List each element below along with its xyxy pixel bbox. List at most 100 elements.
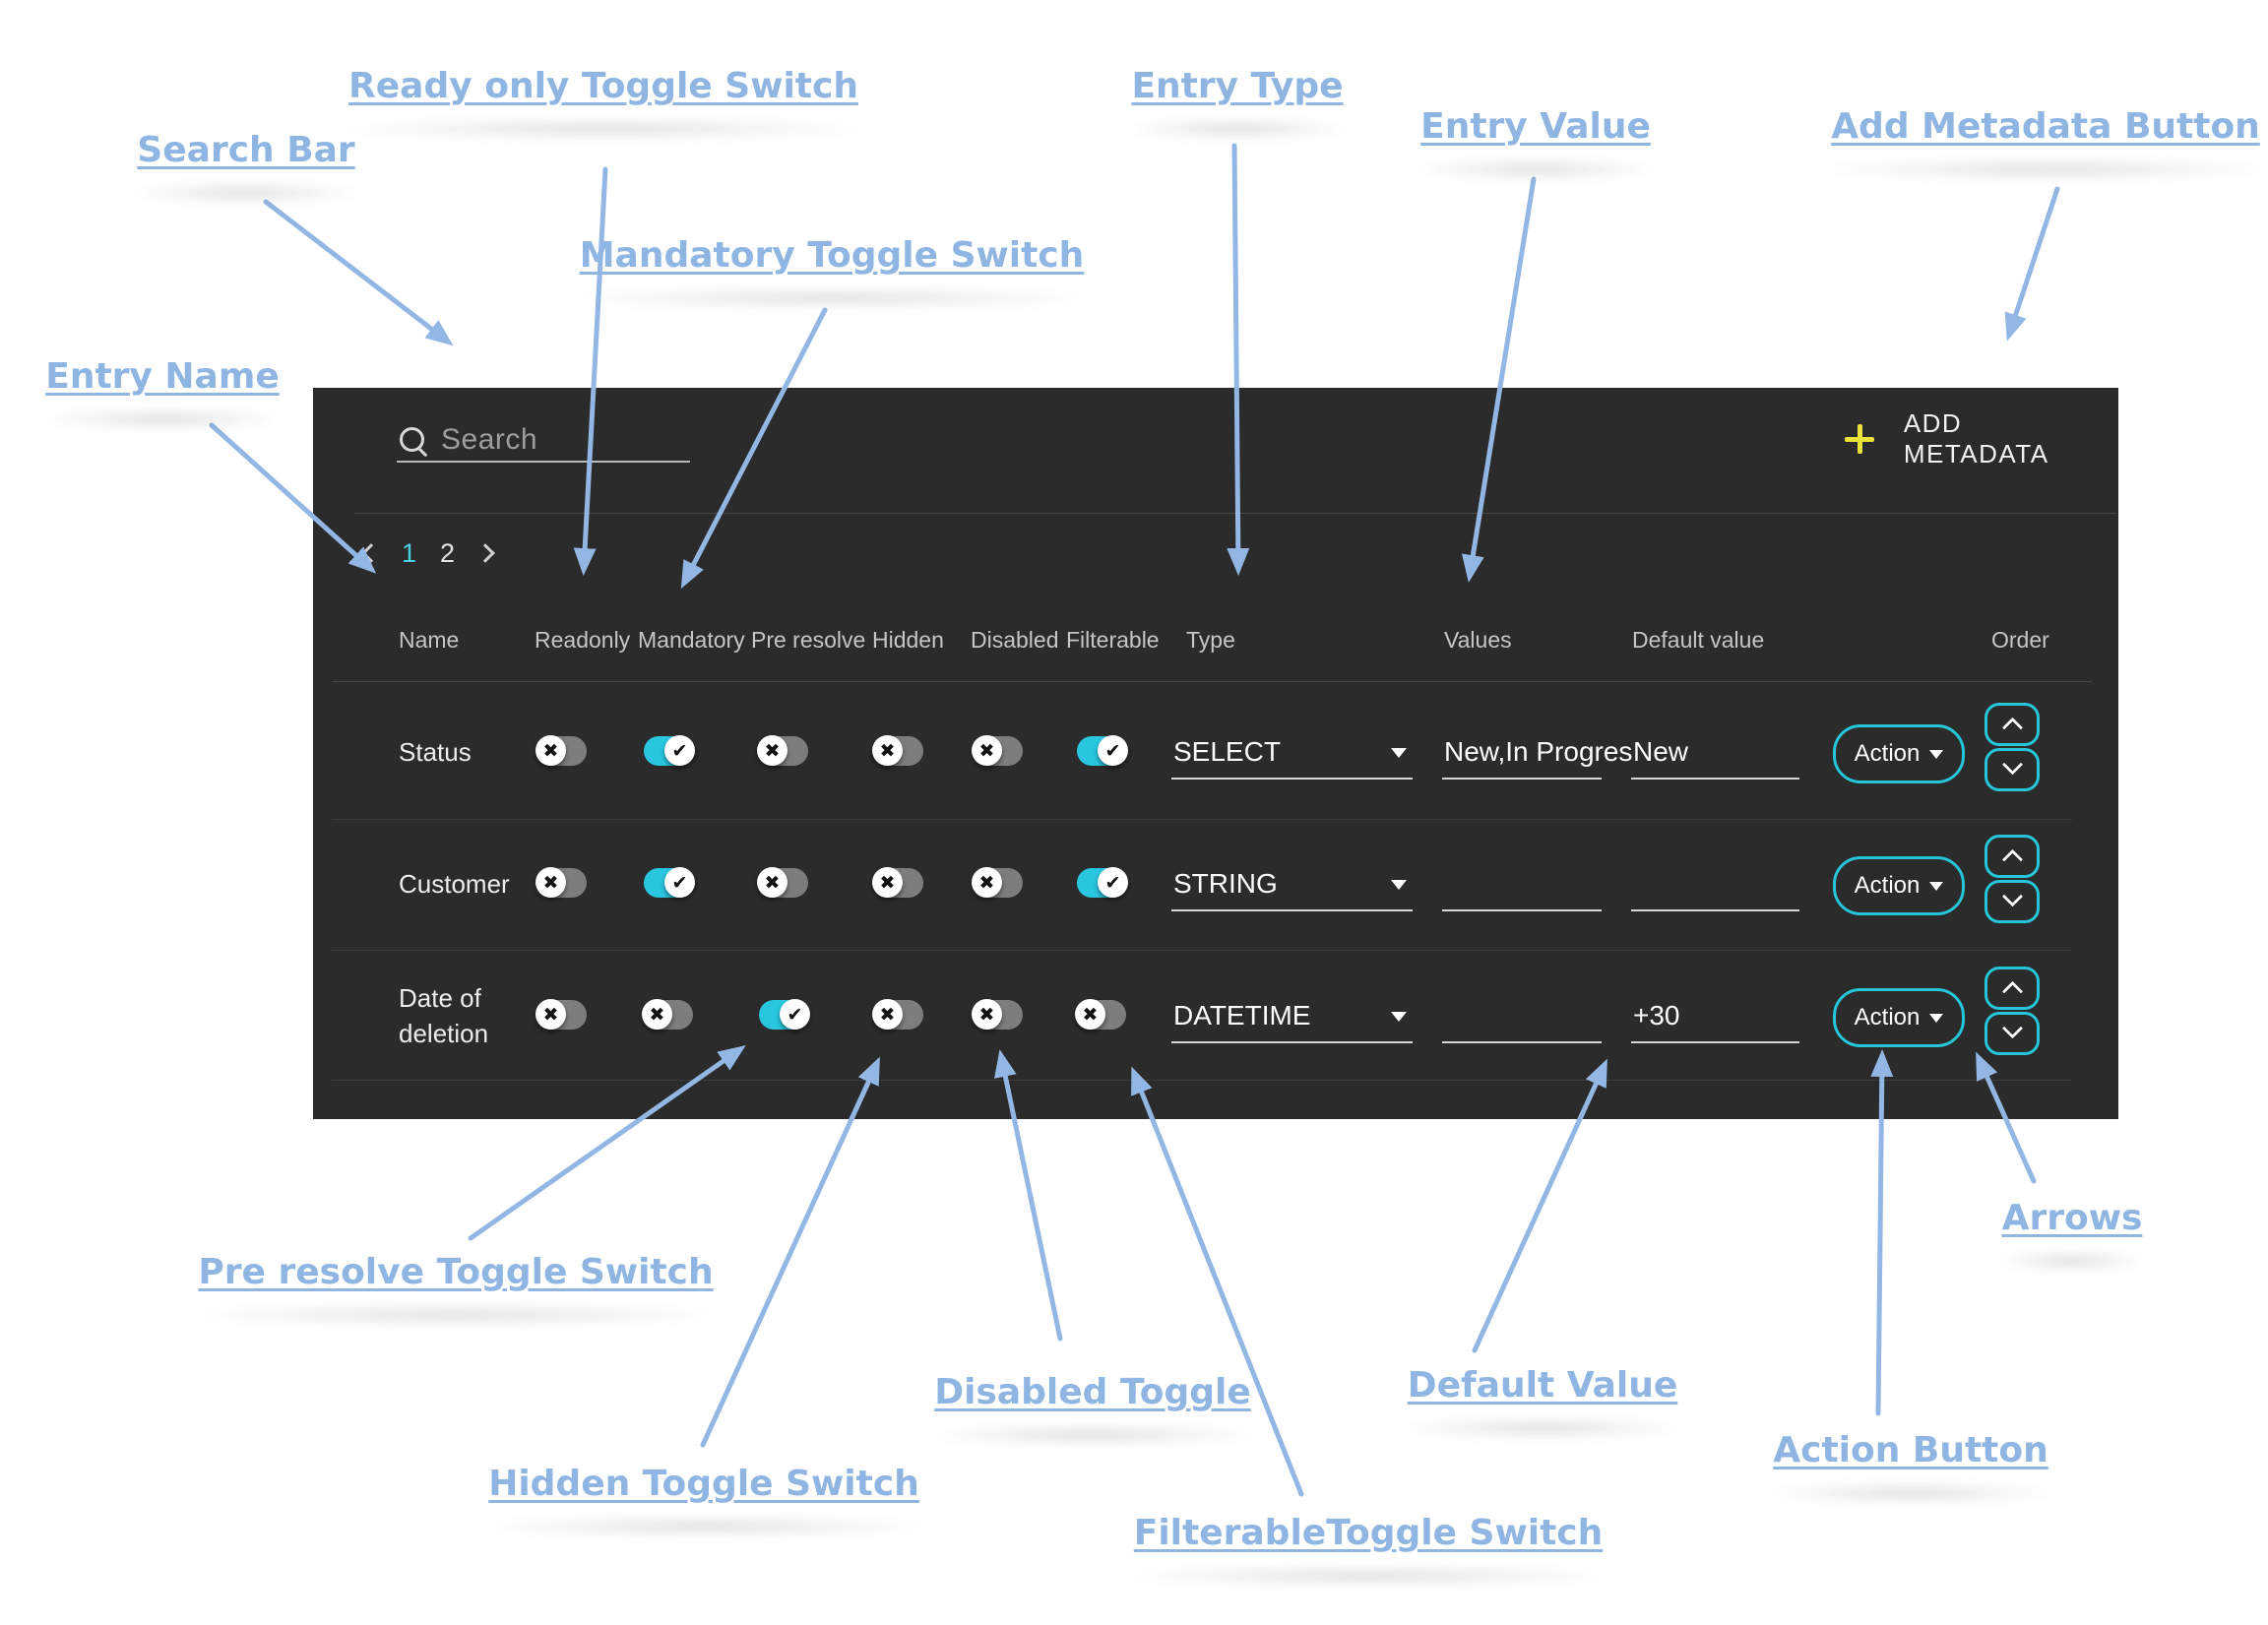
header-hidden: Hidden <box>872 627 944 653</box>
order-down-button[interactable] <box>1984 748 2040 791</box>
page-1-button[interactable]: 1 <box>402 537 417 568</box>
annotation-default-value: Default Value <box>1407 1365 1678 1406</box>
header-preresolve: Pre resolve <box>751 627 866 653</box>
chevron-right-icon[interactable] <box>475 543 495 563</box>
page-2-button[interactable]: 2 <box>440 537 456 568</box>
disabled-toggle[interactable]: ✖ <box>972 735 1023 766</box>
mandatory-toggle[interactable]: ✔ <box>644 735 695 766</box>
action-label: Action <box>1854 1004 1921 1031</box>
action-label: Action <box>1854 872 1921 899</box>
preresolve-toggle[interactable]: ✔ <box>759 999 810 1030</box>
search-input[interactable]: Search <box>441 423 538 456</box>
chevron-down-icon <box>2001 885 2023 906</box>
values-input[interactable]: New,In Progres <box>1442 720 1632 780</box>
toggle-knob-icon: ✔ <box>664 867 695 898</box>
dropdown-arrow-icon <box>1391 880 1407 890</box>
annotation-entry-type: Entry Type <box>1131 66 1344 106</box>
readonly-toggle[interactable]: ✖ <box>536 867 587 898</box>
action-button[interactable]: Action <box>1833 988 1965 1047</box>
entry-name: Date of deletion <box>399 983 489 1048</box>
action-button[interactable]: Action <box>1833 724 1965 783</box>
annotation-search-bar: Search Bar <box>137 130 355 170</box>
add-metadata-button[interactable]: ADD METADATA <box>1845 408 2101 469</box>
default-value-text: +30 <box>1633 1000 1680 1031</box>
annotation-arrows: Arrows <box>2001 1198 2143 1238</box>
filterable-toggle[interactable]: ✔ <box>1077 735 1128 766</box>
toggle-knob-icon: ✖ <box>972 867 1002 898</box>
table-row: Status ✖ ✔ ✖ ✖ ✖ ✔ SELECT New,In Progres… <box>313 701 2118 803</box>
toggle-knob-icon: ✖ <box>872 735 903 766</box>
mandatory-toggle[interactable]: ✖ <box>642 999 693 1030</box>
type-value: SELECT <box>1173 736 1281 767</box>
disabled-toggle[interactable]: ✖ <box>972 999 1023 1030</box>
toggle-knob-icon: ✖ <box>536 999 566 1030</box>
toggle-knob-icon: ✔ <box>780 999 810 1030</box>
table-row: Customer ✖ ✔ ✖ ✖ ✖ ✔ STRING Action <box>313 833 2118 935</box>
default-value-input[interactable]: +30 <box>1631 984 1799 1043</box>
divider <box>354 513 2116 514</box>
order-up-button[interactable] <box>1984 703 2040 746</box>
readonly-toggle[interactable]: ✖ <box>536 735 587 766</box>
dropdown-arrow-icon <box>1929 881 1944 891</box>
default-value-input[interactable]: New <box>1631 720 1799 780</box>
filterable-toggle[interactable]: ✖ <box>1075 999 1126 1030</box>
annotation-disabled: Disabled Toggle <box>934 1372 1251 1412</box>
type-select[interactable]: SELECT <box>1171 720 1413 780</box>
chevron-down-icon <box>2001 753 2023 775</box>
annotation-action-button: Action Button <box>1773 1430 2048 1470</box>
divider <box>332 819 2072 820</box>
order-down-button[interactable] <box>1984 880 2040 923</box>
hidden-toggle[interactable]: ✖ <box>872 735 923 766</box>
mandatory-toggle[interactable]: ✔ <box>644 867 695 898</box>
dropdown-arrow-icon <box>1929 1013 1944 1023</box>
header-type: Type <box>1186 627 1235 653</box>
preresolve-toggle[interactable]: ✖ <box>757 735 808 766</box>
values-input[interactable] <box>1442 852 1602 911</box>
action-button[interactable]: Action <box>1833 856 1965 915</box>
pagination: 1 2 <box>361 535 561 571</box>
header-filterable: Filterable <box>1066 627 1160 653</box>
toggle-knob-icon: ✖ <box>757 867 788 898</box>
filterable-toggle[interactable]: ✔ <box>1077 867 1128 898</box>
disabled-toggle[interactable]: ✖ <box>972 867 1023 898</box>
table-row: Date of deletion ✖ ✖ ✔ ✖ ✖ ✖ DATETIME +3… <box>313 965 2118 1067</box>
toggle-knob-icon: ✖ <box>536 735 566 766</box>
readonly-toggle[interactable]: ✖ <box>536 999 587 1030</box>
hidden-toggle[interactable]: ✖ <box>872 867 923 898</box>
preresolve-toggle[interactable]: ✖ <box>757 867 808 898</box>
annotation-entry-name: Entry Name <box>45 356 280 397</box>
add-metadata-label: ADD METADATA <box>1903 408 2049 469</box>
annotation-entry-value: Entry Value <box>1420 106 1651 147</box>
annotation-mandatory: Mandatory Toggle Switch <box>579 235 1085 276</box>
annotation-hidden: Hidden Toggle Switch <box>488 1464 919 1504</box>
search-icon <box>400 427 424 452</box>
search-underline <box>397 461 690 463</box>
toggle-knob-icon: ✖ <box>872 867 903 898</box>
values-input[interactable] <box>1442 984 1602 1043</box>
type-select[interactable]: DATETIME <box>1171 984 1413 1043</box>
chevron-left-icon[interactable] <box>361 543 381 563</box>
order-up-button[interactable] <box>1984 835 2040 878</box>
toggle-knob-icon: ✔ <box>664 735 695 766</box>
entry-name: Status <box>399 737 472 767</box>
header-mandatory: Mandatory <box>638 627 745 653</box>
toggle-knob-icon: ✔ <box>1098 735 1128 766</box>
order-up-button[interactable] <box>1984 967 2040 1010</box>
default-value-text: New <box>1633 736 1689 767</box>
divider <box>332 950 2072 951</box>
annotation-filterable: FilterableToggle Switch <box>1133 1513 1604 1553</box>
hidden-toggle[interactable]: ✖ <box>872 999 923 1030</box>
default-value-input[interactable] <box>1631 852 1799 911</box>
divider <box>332 681 2092 682</box>
metadata-panel: Search ADD METADATA 1 2 Name Readonly Ma… <box>313 388 2118 1119</box>
add-metadata-arrow <box>2004 186 2060 342</box>
search-bar-arrow <box>263 199 454 346</box>
type-select[interactable]: STRING <box>1171 852 1413 911</box>
order-down-button[interactable] <box>1984 1012 2040 1055</box>
header-values: Values <box>1444 627 1512 653</box>
header-name: Name <box>399 627 460 653</box>
dropdown-arrow-icon <box>1391 748 1407 758</box>
dropdown-arrow-icon <box>1929 749 1944 759</box>
chevron-up-icon <box>2001 980 2023 1002</box>
